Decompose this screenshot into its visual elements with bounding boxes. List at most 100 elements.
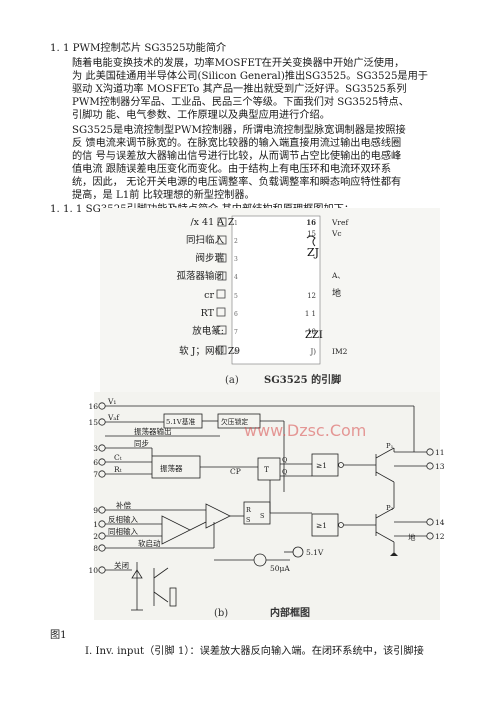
nor-gate [311,453,339,477]
label-vi: V₁ [107,397,116,406]
pin-number: 2 [234,238,238,245]
label-uvlo: 欠压锁定 [221,417,248,426]
pin-number: 12 [307,292,316,300]
paragraph-2-line-5: 统，因此， 无论开关电源的电压调整率、负载调整率和瞬态响应特性都有 [72,177,402,188]
pin-box [217,217,227,227]
pin-box [217,271,227,281]
pin-circle [98,506,106,514]
nor-gate [311,513,339,537]
pin-number: 13 [435,462,445,471]
label-vref: Vₐf [107,413,120,422]
toggle-flipflop [257,457,281,481]
current-source [253,553,267,567]
pin-box [216,289,226,299]
pin-number: 3 [93,444,98,453]
label-soft-start: 软启动 [138,538,161,548]
ground-symbol [390,552,398,556]
pin-number: 16 [88,402,98,411]
chip-mark-curve [306,235,316,247]
pin-box [217,253,227,263]
zener-reference [292,546,304,558]
label-cp: CP [230,467,241,476]
pin-number: 4 [234,274,238,281]
pin-label-right: Vc [331,229,342,238]
pin-circle [98,418,106,426]
label-50ua: 50μA [270,564,290,573]
pin-number: 16 [306,218,316,227]
block-caption-title: 内部框图 [270,606,310,619]
inverter-bubble [338,522,344,528]
pin-number: 3 [234,256,238,263]
pin-circle [98,544,106,552]
paragraph-1-line-5: 引脚功 能、电气参数、工作原理以及典型应用进行介绍。 [72,110,330,121]
pin-number: 5 [234,293,238,300]
paragraph-1-line-3: 驱动 X沟道功率 MOSFETo 其产品一推出就受到广泛好评。SG3525系列 [72,84,407,95]
pin-box [217,235,227,245]
label-rt: Rₜ [114,465,122,474]
label-oscillator: 振荡器 [160,463,183,473]
pin-circle [426,448,434,456]
pin-label-right: A、 [331,271,345,280]
figure-label: 图1 [50,630,67,641]
pin-number: 15 [88,418,98,427]
paragraph-1-line-1: 随着电能变换技术的发展，功率MOSFET在开关变换器中开始广泛使用， [72,58,405,69]
pin-number: 10 [88,566,98,575]
label-5v1: 5.1V [306,548,324,557]
pin-label-left: RT [201,308,215,319]
label-r: R [246,506,252,514]
watermark: www.Dzsc.Com [244,421,366,440]
pwm-comparator [205,503,231,529]
label-sync: 同步 [134,439,149,448]
paragraph-2-line-1: SG3525是电流控制型PWM控制器，所谓电流控制型脉宽调制器是按照接 [72,125,406,136]
pin-number: 14 [435,518,445,527]
label-latch-s: S [260,512,264,520]
pin-label-right: IM2 [332,347,348,356]
chip-mark: ZZI [305,330,323,341]
pin-circle [98,402,106,410]
pin-number: 2 [93,532,98,541]
pin-box [217,325,227,335]
pin-number: 11 [435,448,445,457]
label-q: Q [282,456,287,464]
label-compensation: 补偿 [116,500,131,510]
block-diagram: www.Dzsc.Com 16 15 3 6 7 9 1 2 8 10 11 1… [88,397,444,619]
pin-number: 8 [234,349,238,356]
pin-number: 10 [307,328,316,336]
pin-label-left: /x 41 A [190,217,224,228]
label-p1: P₁ [386,442,394,450]
label-shutdown: 关闭 [114,560,129,570]
label-osc-out: 振荡器输出 [134,426,172,436]
paragraph-1-line-4: PWM控制器分军品、工业品、民品三个等级。下面我们对 SG3525特点、 [72,97,409,108]
paragraph-2-line-2: 反 馈电流来调节脉宽的。在脉宽比较器的输入端直接用流过输出电感线圈 [72,138,402,149]
pin-number: 15 [307,230,316,238]
pin-box [217,345,227,355]
pin-number: 6 [93,458,98,467]
pin-label-left: cr [204,290,214,301]
pin-circle [98,470,106,478]
label-gate: ≥1 [316,461,327,470]
pin-circle [98,520,106,528]
label-inverting-input: 反相输入 [108,514,138,524]
error-amplifier [161,515,191,545]
pin-number: 7 [93,470,98,479]
pin-number: J) [309,348,316,356]
pin-number: 7 [234,329,238,336]
label-p2: P₂ [386,504,394,512]
pin-number: 1 [234,220,238,227]
label-ct: Cₜ [114,453,122,462]
pin-circle [98,532,106,540]
label-reference: 5.1V基准 [166,417,196,426]
paragraph-2-line-6: 提高，是 L1前 比较理想的新型控制器。 [72,190,255,201]
pin-circle [426,518,434,526]
chip-mark: ZJ [307,246,319,259]
pin-description-1: I. Inv. input（引脚 1）：误差放大器反向输入端。在闭环系统中，该引… [85,646,424,657]
pin-tail: Z [228,218,234,228]
section-heading: 1. 1 PWM控制芯片 SG3525功能简介 [50,43,227,54]
label-q-bar: Q [282,468,287,476]
pin-label-left: 孤落器输闭 [176,270,224,282]
pin-label-left: 软 J；网柳 [179,345,224,357]
pin-tail: Z9 [228,347,240,357]
label-gate: ≥1 [316,521,327,530]
pin-circle [426,532,434,540]
pin-number: 8 [93,544,98,553]
